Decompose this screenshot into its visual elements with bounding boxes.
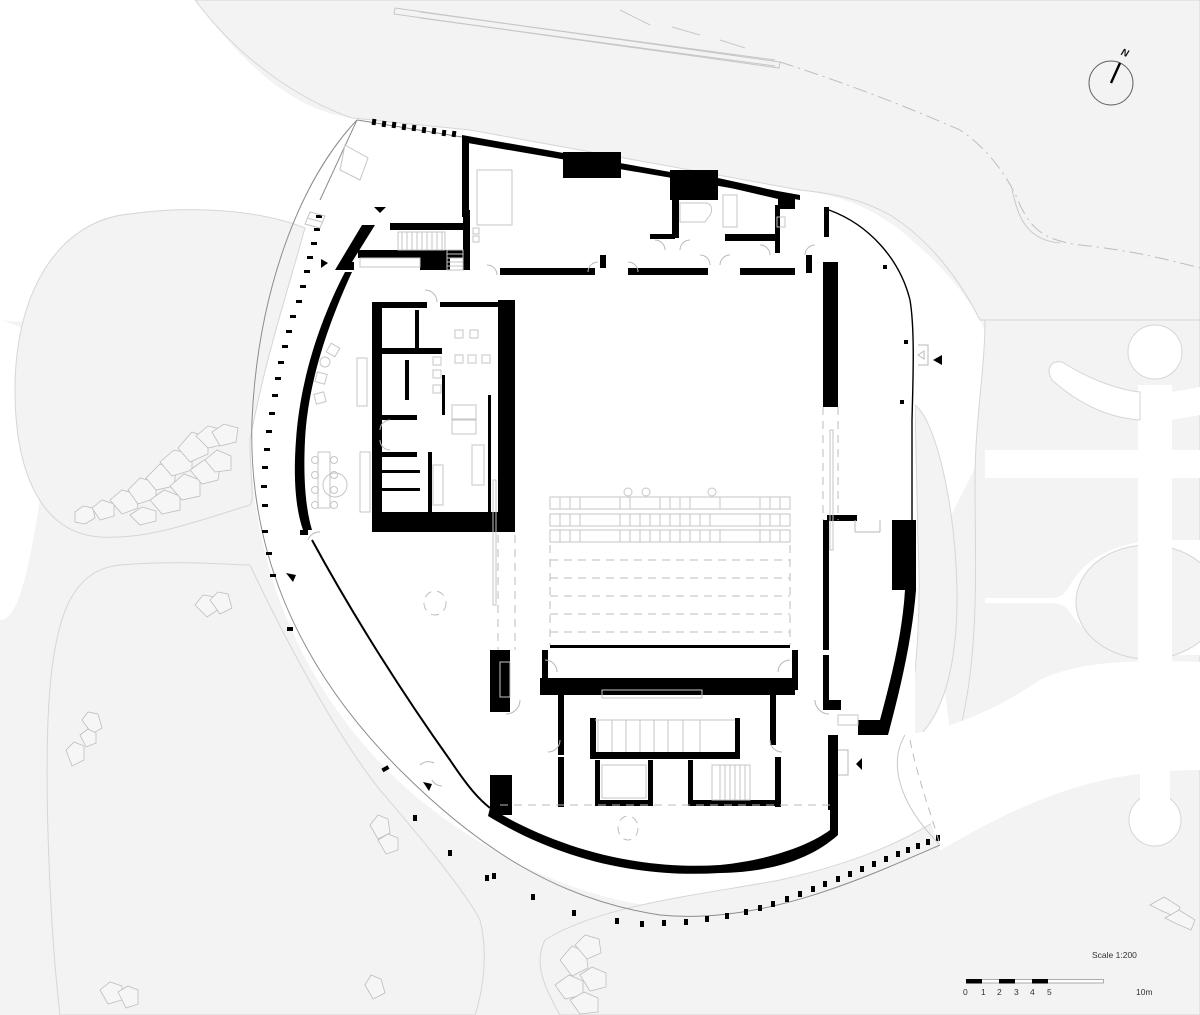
property-line: [779, 61, 1200, 269]
walls: [294, 135, 916, 874]
hall-seating: [549, 487, 791, 645]
sliding-partition-east: [829, 429, 834, 551]
lawn-southwest: [46, 562, 485, 1015]
scale-title: Scale 1:200: [1092, 950, 1137, 960]
scale-tick-10m: 10m: [1136, 987, 1153, 997]
entrance-arrow-icon: [321, 259, 328, 268]
scale-tick-1: 1: [981, 987, 986, 997]
hall-dashed-edges: [497, 407, 839, 806]
canopy-columns: [261, 118, 940, 927]
lift: [601, 764, 647, 799]
entrance-arrow-icon: [374, 207, 386, 213]
scale-tick-2: 2: [997, 987, 1002, 997]
north-arrow: N: [1088, 47, 1134, 106]
east-paths: [900, 324, 1200, 850]
entrance-arrow-icon: [856, 758, 862, 770]
field-north: [194, 0, 1200, 321]
scale-tick-4: 4: [1030, 987, 1035, 997]
scale-tick-0: 0: [963, 987, 968, 997]
office-furniture: [311, 329, 491, 513]
boulders: [65, 423, 1196, 1015]
lawn-east-strip: [904, 403, 958, 736]
north-arrow-icon: [1088, 60, 1134, 106]
stair-south: [711, 764, 751, 801]
entrance-markers: [286, 207, 942, 791]
scale-tick-3: 3: [1014, 987, 1019, 997]
doors: [307, 239, 929, 787]
south-core-fixtures: [423, 590, 859, 841]
entrance-arrow-icon: [423, 782, 432, 791]
scale-tick-5: 5: [1047, 987, 1052, 997]
entrance-arrow-icon: [286, 573, 296, 582]
scale-bar: [966, 979, 1104, 984]
north-stone-wall: [393, 7, 781, 69]
grand-piano-icon: [679, 202, 713, 223]
entrance-arrow-icon: [933, 355, 942, 365]
sliding-partition-west: [492, 479, 497, 606]
lawn-west: [14, 209, 306, 538]
landscape: [14, 0, 1200, 1015]
approach-dash: [909, 739, 941, 846]
field-edge: [1011, 189, 1061, 244]
service-furniture: [304, 144, 786, 271]
stair-north: [397, 231, 446, 251]
